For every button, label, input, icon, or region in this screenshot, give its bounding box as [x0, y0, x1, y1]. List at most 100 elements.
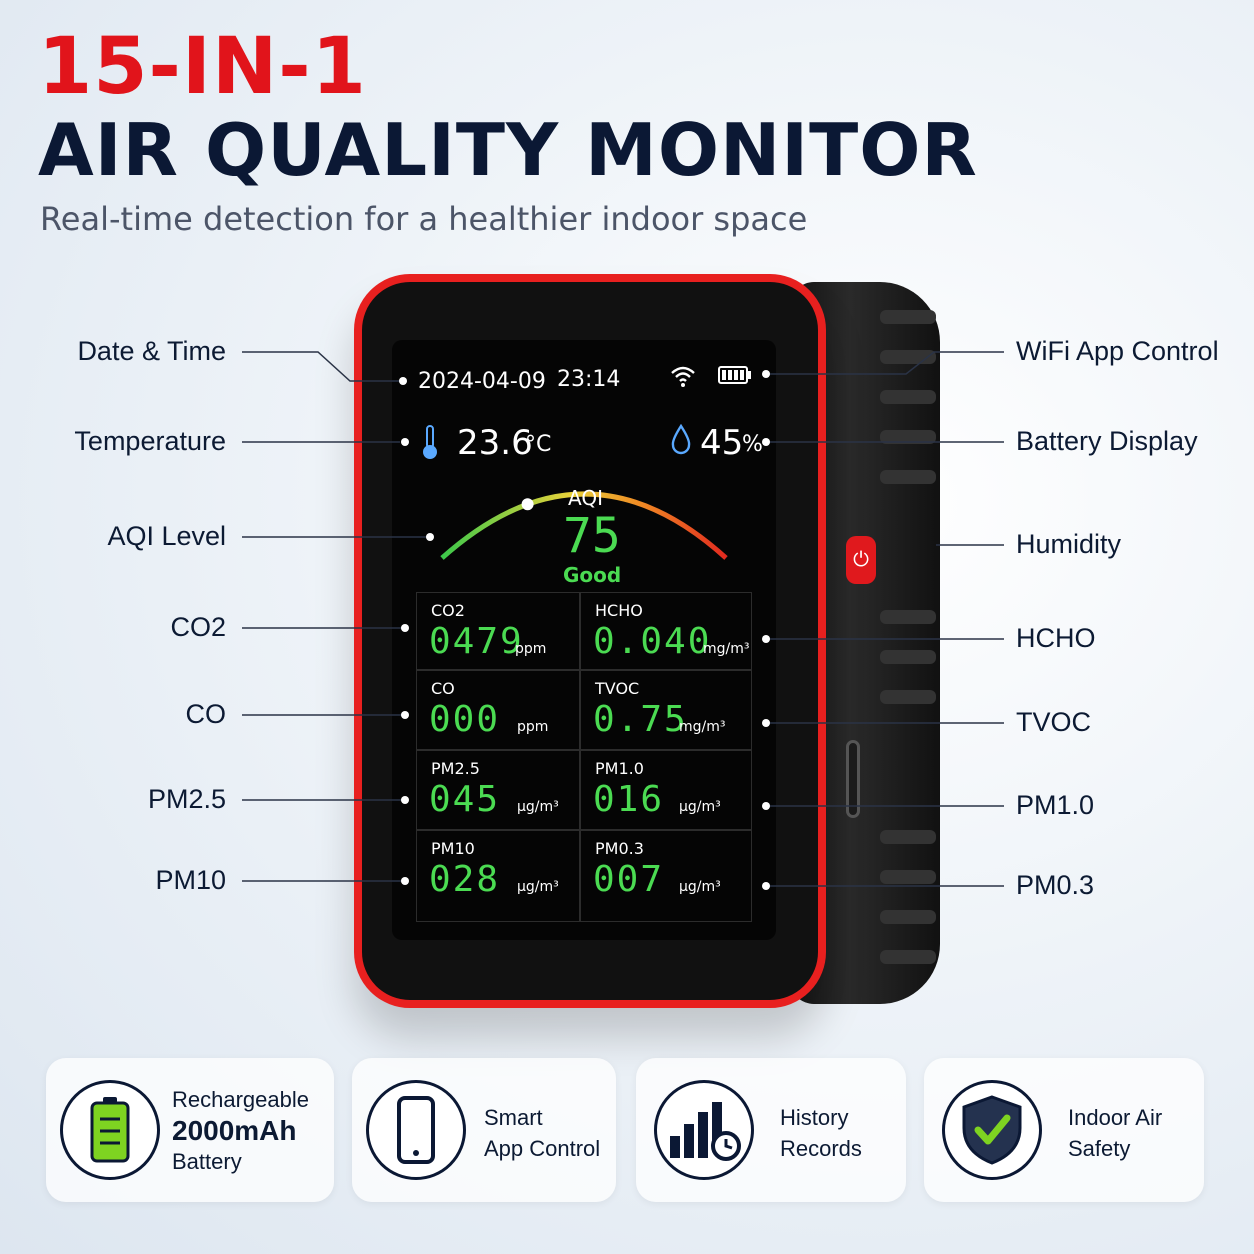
feature-card-history: History Records [636, 1058, 906, 1202]
reading-unit: mg/m³ [703, 641, 750, 657]
callout-pm10-right: PM1.0 [1016, 790, 1095, 820]
reading-label: PM0.3 [595, 839, 644, 858]
reading-value: 0.040 [593, 621, 712, 662]
callout-dot [762, 802, 770, 810]
callout-aqi-level: AQI Level [107, 521, 226, 551]
vent-fin [880, 910, 936, 924]
reading-label: CO [431, 679, 455, 698]
reading-value: 0.75 [593, 699, 688, 740]
feature-card-app: Smart App Control [352, 1058, 616, 1202]
callout-dot [762, 635, 770, 643]
bar-chart-clock-icon [654, 1080, 754, 1180]
aqi-gauge [440, 491, 728, 560]
shield-check-icon [942, 1080, 1042, 1180]
callout-dot [426, 533, 434, 541]
aqi-value: 75 [563, 508, 621, 564]
reading-label: HCHO [595, 601, 643, 620]
device-screen [392, 340, 776, 940]
usb-c-port [846, 740, 860, 818]
thermometer-icon [423, 425, 437, 459]
callout-dot [762, 370, 770, 378]
feature-battery-line3: Battery [172, 1149, 242, 1174]
feature-card-safety: Indoor Air Safety [924, 1058, 1204, 1202]
feature-safety-line1: Indoor Air [1068, 1105, 1163, 1130]
reading-unit: ppm [515, 641, 547, 657]
reading-value: 0479 [429, 621, 524, 662]
feature-history-line2: Records [780, 1136, 862, 1161]
reading-unit: µg/m³ [679, 879, 721, 895]
aqi-status: Good [563, 563, 622, 587]
reading-label: PM2.5 [431, 759, 480, 778]
callout-tvoc: TVOC [1016, 707, 1092, 737]
reading-value: 028 [429, 859, 501, 900]
headline-count: 15-IN-1 [38, 22, 367, 112]
power-icon: ⏻ [853, 548, 869, 571]
callout-humidity: Humidity [1016, 529, 1122, 559]
callout-dot [401, 438, 409, 446]
vent-fin [880, 610, 936, 624]
screen-time: 23:14 [557, 367, 621, 392]
vent-fin [880, 390, 936, 404]
callout-dot [399, 377, 407, 385]
aqi-gauge-arc [440, 491, 728, 560]
callout-co: CO [185, 699, 227, 729]
power-button[interactable]: ⏻ [846, 536, 876, 584]
aqi-gauge-marker [521, 498, 534, 511]
reading-value: 007 [593, 859, 665, 900]
feature-history-line1: History [780, 1105, 849, 1130]
callout-temperature: Temperature [74, 426, 226, 456]
vent-fin [880, 350, 936, 364]
vent-fin [880, 430, 936, 444]
callout-pm03: PM0.3 [1016, 870, 1095, 900]
feature-battery-capacity: 2000mAh [172, 1115, 297, 1146]
battery-icon [60, 1080, 160, 1180]
vent-fin [880, 310, 936, 324]
temperature-value: 23.6 [457, 423, 533, 463]
callout-battery-display: Battery Display [1016, 426, 1198, 456]
callout-date-time: Date & Time [77, 336, 226, 366]
reading-label: CO2 [431, 601, 465, 620]
feature-card-battery: Rechargeable 2000mAh Battery [46, 1058, 334, 1202]
callout-hcho: HCHO [1016, 623, 1096, 653]
callout-wifi-app-control: WiFi App Control [1016, 336, 1219, 366]
callout-dot [401, 796, 409, 804]
humidity-value: 45 [700, 423, 744, 463]
humidity-unit: % [742, 432, 763, 457]
wifi-icon [671, 366, 695, 387]
temperature-unit: °C [525, 432, 552, 457]
callout-dot [401, 877, 409, 885]
vent-fin [880, 650, 936, 664]
reading-label: PM10 [431, 839, 475, 858]
callout-dot [401, 711, 409, 719]
vent-fin [880, 950, 936, 964]
reading-unit: µg/m³ [517, 799, 559, 815]
battery-icon [718, 366, 751, 384]
callout-dot [762, 719, 770, 727]
feature-app-line2: App Control [484, 1136, 601, 1161]
reading-value: 016 [593, 779, 665, 820]
reading-value: 045 [429, 779, 501, 820]
vent-fin [880, 870, 936, 884]
feature-battery-line1: Rechargeable [172, 1087, 309, 1112]
reading-unit: mg/m³ [679, 719, 726, 735]
reading-value: 000 [429, 699, 501, 740]
callout-dot [762, 438, 770, 446]
reading-unit: µg/m³ [517, 879, 559, 895]
vent-fin [880, 830, 936, 844]
reading-label: TVOC [595, 679, 640, 698]
aqi-label: AQI [568, 486, 603, 510]
reading-unit: ppm [517, 719, 549, 735]
headline-product: AIR QUALITY MONITOR [38, 108, 978, 192]
feature-app-line1: Smart [484, 1105, 543, 1130]
screen-date: 2024-04-09 [418, 369, 546, 394]
vent-fin [880, 470, 936, 484]
reading-label: PM1.0 [595, 759, 644, 778]
reading-unit: µg/m³ [679, 799, 721, 815]
